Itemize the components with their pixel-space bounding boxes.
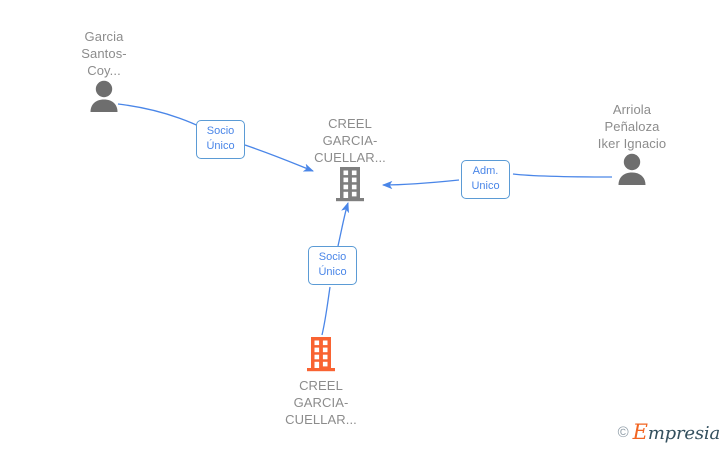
node-person-arriola-penaloza-iker-ignacio[interactable]: Arriola Peñaloza Iker Ignacio (562, 101, 702, 186)
building-icon (336, 167, 364, 202)
node-label-person-garcia-santos-coy: Garcia Santos- Coy... (81, 29, 127, 78)
edge-path-adm-unico-right-2 (512, 173, 613, 178)
node-label-company-bottom: CREEL GARCIA- CUELLAR... (285, 378, 357, 427)
empresia-logo: Empresia (632, 420, 721, 444)
copyright-icon: © (617, 424, 629, 441)
node-company-creel-garcia-cuellar-center[interactable]: CREEL GARCIA- CUELLAR... (280, 115, 420, 202)
edge-label-socio-unico-top-left[interactable]: Socio Único (196, 120, 245, 159)
node-company-creel-garcia-cuellar-bottom[interactable]: CREEL GARCIA- CUELLAR... (251, 336, 391, 428)
person-icon (618, 153, 646, 185)
empresia-logo-rest: mpresia (647, 423, 720, 444)
empresia-logo-initial: E (632, 420, 648, 444)
edge-path-socio-unico-bottom-2 (321, 286, 331, 336)
edge-path-socio-unico-bottom (337, 202, 349, 247)
edge-path-adm-unico-right (381, 179, 460, 190)
node-person-garcia-santos-coy[interactable]: Garcia Santos- Coy... (34, 28, 174, 113)
person-icon (90, 80, 118, 112)
edge-path-socio-unico-top-left-2 (244, 144, 314, 172)
edge-label-adm-unico-right[interactable]: Adm. Unico (461, 160, 510, 199)
node-label-company-center: CREEL GARCIA- CUELLAR... (314, 116, 386, 165)
empresia-watermark: © Empresia (617, 420, 721, 444)
building-icon (307, 337, 335, 372)
node-label-person-arriola: Arriola Peñaloza Iker Ignacio (597, 102, 667, 151)
edge-label-socio-unico-bottom[interactable]: Socio Único (308, 246, 357, 285)
